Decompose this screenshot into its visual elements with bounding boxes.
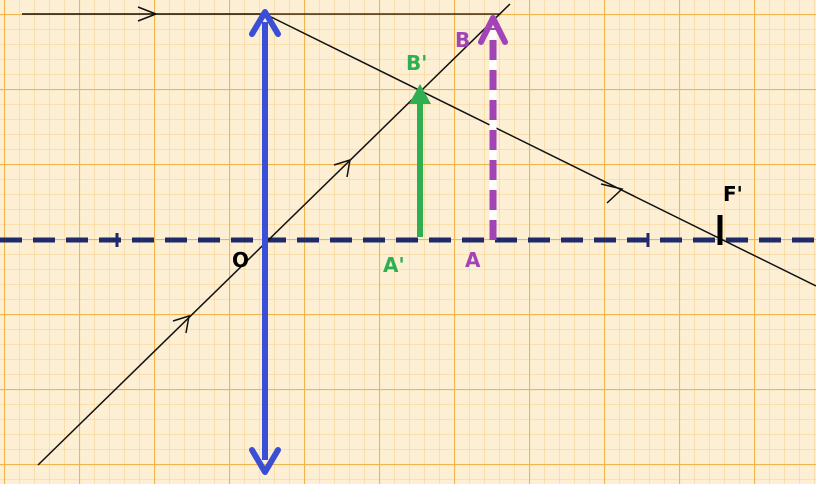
label-focal: F'	[723, 182, 743, 206]
label-image-base: A'	[383, 253, 405, 277]
ray-arrow-head	[600, 183, 624, 204]
image-arrow	[409, 84, 431, 237]
ray-through-center	[37, 3, 511, 466]
label-image-tip: B'	[406, 51, 427, 75]
label-object-tip: B	[455, 28, 470, 52]
ray-arrow-head	[172, 314, 190, 334]
ray-arrow-head	[137, 6, 159, 22]
label-object-base: A	[465, 248, 481, 272]
converging-lens	[249, 9, 281, 475]
ray-arrow-head	[333, 158, 351, 178]
object-arrow	[478, 15, 508, 240]
label-center: O	[232, 248, 249, 272]
ray-refracted-through-focus	[264, 13, 816, 287]
